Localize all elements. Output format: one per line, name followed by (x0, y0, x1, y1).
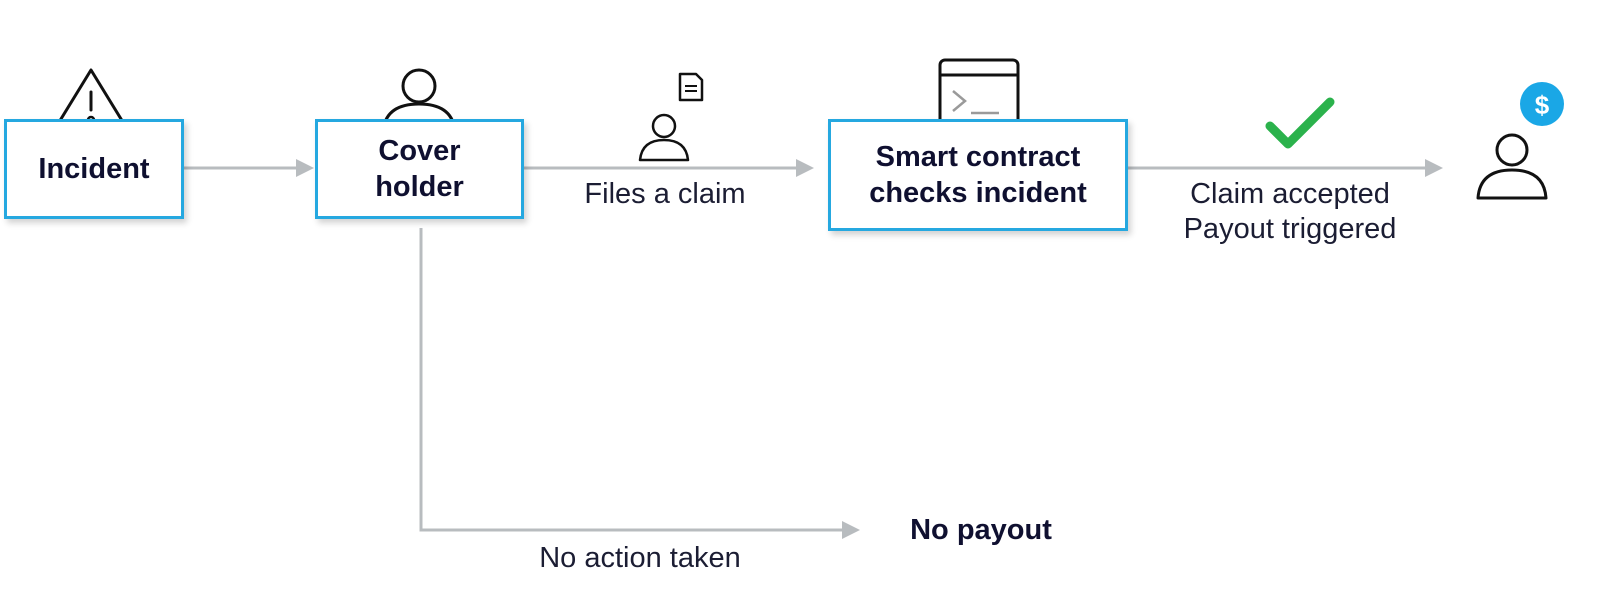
dollar-glyph: $ (1535, 90, 1550, 120)
arrowhead (842, 521, 860, 539)
user-with-dollar-icon: $ (1476, 82, 1564, 200)
smart-contract-label: Smart contract checks incident (869, 141, 1087, 209)
payout-triggered-label: Payout triggered (1183, 213, 1397, 245)
arrow-holder-to-no-payout (419, 228, 842, 532)
claim-accepted-label: Claim accepted (1190, 178, 1390, 210)
no-payout-outcome: No payout (910, 514, 1052, 546)
cover-holder-label: Cover holder (375, 135, 464, 203)
checkmark-icon (1265, 97, 1335, 149)
cover-holder-node: Cover holder (315, 119, 524, 219)
incident-label: Incident (38, 153, 150, 185)
files-claim-label: Files a claim (584, 178, 746, 210)
no-action-label: No action taken (539, 542, 741, 574)
arrowhead (796, 159, 814, 177)
arrowhead (1425, 159, 1443, 177)
user-with-document-icon (638, 72, 704, 162)
smart-contract-node: Smart contract checks incident (828, 119, 1128, 231)
incident-node: Incident (4, 119, 184, 219)
arrowhead (296, 159, 314, 177)
